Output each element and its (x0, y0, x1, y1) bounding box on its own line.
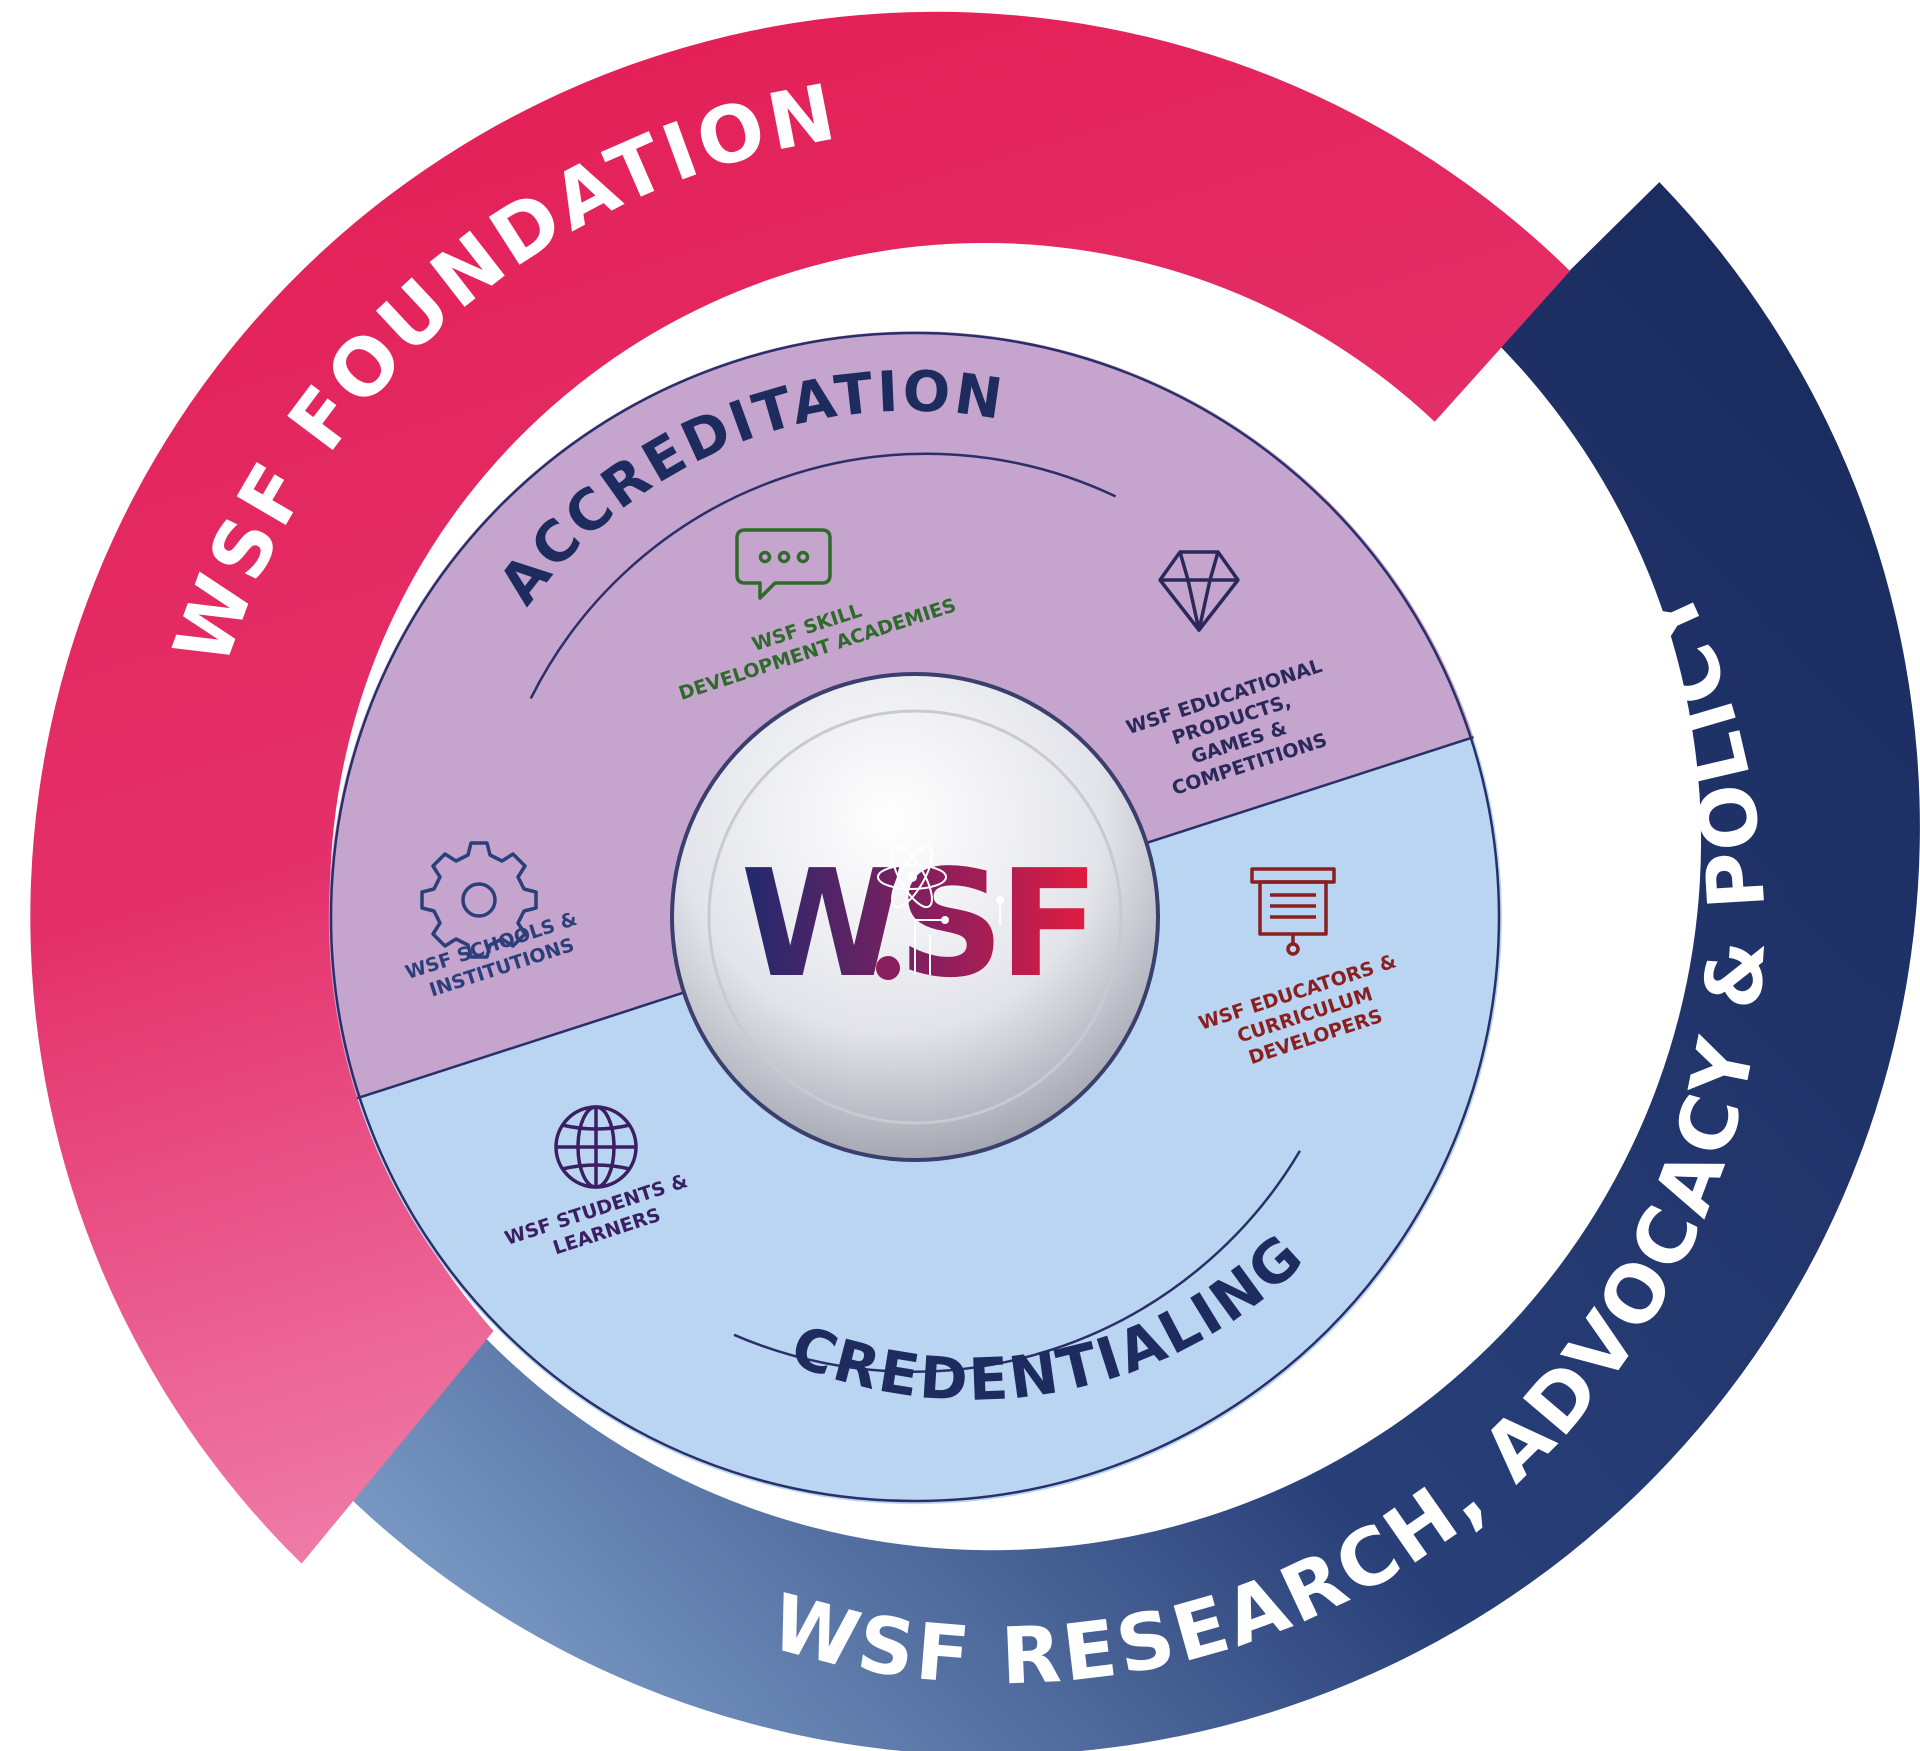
logo-disc (674, 676, 1156, 1158)
inner-circle-border (329, 331, 1501, 1503)
gear-icon (420, 841, 538, 959)
accreditation-arc (529, 452, 1117, 699)
foundation-segment (30, 11, 1570, 1564)
chat-bubble-icon (735, 528, 832, 600)
diamond-icon (1158, 550, 1240, 632)
globe-icon (554, 1105, 638, 1189)
credentialing-arc (733, 1150, 1301, 1373)
logo-gear-icon (876, 956, 900, 980)
circuit-icon (914, 896, 1004, 975)
wsf-logo: WSF (741, 838, 1100, 1010)
atom-icon (877, 845, 947, 909)
research-segment (323, 182, 1920, 1751)
logo-disc-inner-ring (707, 709, 1123, 1125)
presentation-board-icon (1250, 867, 1336, 956)
